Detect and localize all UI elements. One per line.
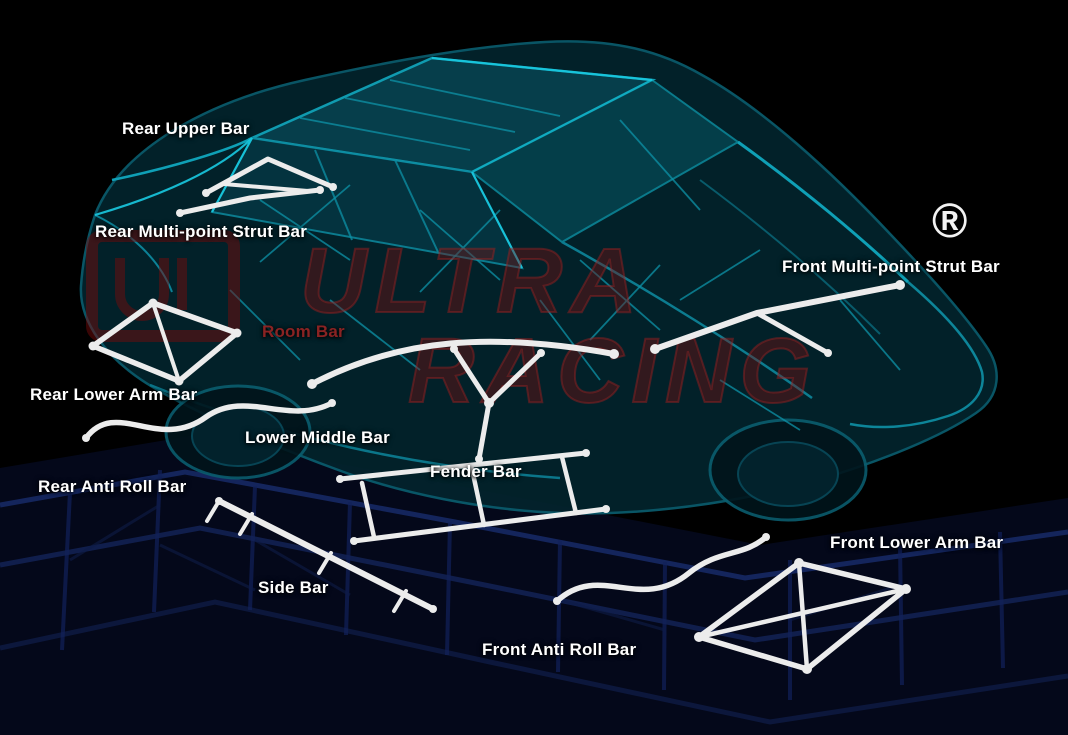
rear-anti-roll-bar-graphic	[82, 399, 336, 442]
rear-upper-bar-graphic	[202, 156, 337, 197]
label-rear-multi-point-strut-bar: Rear Multi-point Strut Bar	[95, 222, 308, 241]
ultra-racing-watermark: ULTRA RACING	[86, 229, 819, 423]
label-side-bar: Side Bar	[258, 578, 329, 597]
rear-lower-arm-bar-graphic	[88, 298, 242, 386]
front-multi-point-strut-bar-graphic	[650, 280, 905, 357]
label-lower-middle-bar: Lower Middle Bar	[245, 428, 390, 447]
label-front-anti-roll-bar: Front Anti Roll Bar	[482, 640, 637, 659]
registered-trademark-symbol: ®	[932, 195, 968, 248]
label-fender-bar: Fender Bar	[430, 462, 522, 481]
label-rear-upper-bar: Rear Upper Bar	[122, 119, 250, 138]
room-bar-graphic	[307, 338, 619, 389]
frame-lines	[229, 79, 901, 431]
rear-multi-point-strut-bar-graphic	[176, 186, 324, 217]
label-front-multi-point-strut-bar: Front Multi-point Strut Bar	[782, 257, 1000, 276]
front-lower-arm-bar-graphic	[694, 558, 911, 674]
lower-middle-bar-graphic	[336, 449, 610, 545]
watermark-ultra: ULTRA	[300, 230, 645, 332]
bars	[82, 156, 911, 674]
chassis-platform	[0, 436, 1068, 735]
label-rear-lower-arm-bar: Rear Lower Arm Bar	[30, 385, 198, 404]
fender-bar-graphic	[450, 345, 545, 463]
label-front-lower-arm-bar: Front Lower Arm Bar	[830, 533, 1004, 552]
front-anti-roll-bar-graphic	[553, 533, 770, 605]
watermark-racing: RACING	[408, 320, 819, 422]
label-room-bar: Room Bar	[262, 322, 345, 341]
side-bar-graphic	[205, 497, 437, 613]
label-rear-anti-roll-bar: Rear Anti Roll Bar	[38, 477, 187, 496]
